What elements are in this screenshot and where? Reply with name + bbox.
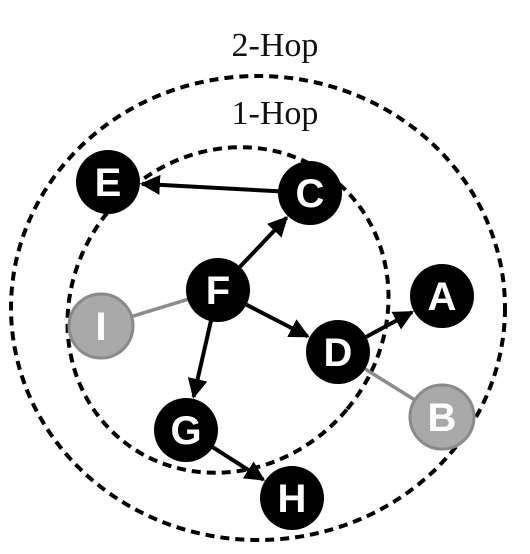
node-circle-b bbox=[408, 383, 476, 451]
node-label-h: H bbox=[278, 477, 307, 521]
node-e: E bbox=[76, 150, 140, 214]
node-circle-i bbox=[67, 292, 135, 360]
edge-i-f bbox=[131, 297, 188, 319]
node-label-d: D bbox=[324, 331, 353, 375]
node-circle-c bbox=[278, 161, 342, 225]
node-i: I bbox=[67, 292, 135, 360]
node-circle-h bbox=[260, 466, 324, 530]
node-h: H bbox=[260, 466, 324, 530]
edge-layer bbox=[131, 174, 416, 482]
two-hop-boundary bbox=[9, 74, 507, 542]
edge-c-e bbox=[139, 174, 279, 195]
edge-d-a bbox=[365, 310, 414, 339]
edge-f-d bbox=[245, 302, 310, 339]
node-circle-g bbox=[154, 398, 218, 462]
node-f: F bbox=[186, 258, 250, 322]
node-circle-d bbox=[306, 320, 370, 384]
node-label-a: A bbox=[428, 275, 457, 319]
node-circle-a bbox=[410, 264, 474, 328]
edge-d-b bbox=[364, 367, 416, 402]
one-hop-label: 1-Hop bbox=[232, 95, 319, 132]
two-hop-label: 2-Hop bbox=[232, 27, 319, 64]
node-label-b: B bbox=[428, 396, 457, 440]
node-c: C bbox=[278, 161, 342, 225]
node-circle-f bbox=[186, 258, 250, 322]
node-a: A bbox=[410, 264, 474, 328]
node-g: G bbox=[154, 398, 218, 462]
edge-g-h bbox=[211, 445, 266, 482]
one-hop-boundary bbox=[65, 145, 391, 475]
node-layer: F C E D A G H I B bbox=[67, 150, 476, 530]
edge-f-g bbox=[187, 320, 213, 399]
node-label-f: F bbox=[206, 269, 230, 313]
node-label-e: E bbox=[95, 161, 122, 205]
node-circle-e bbox=[76, 150, 140, 214]
node-label-g: G bbox=[170, 409, 201, 453]
node-label-i: I bbox=[95, 305, 106, 349]
node-label-c: C bbox=[296, 172, 325, 216]
node-d: D bbox=[306, 320, 370, 384]
node-b: B bbox=[408, 383, 476, 451]
edge-f-c bbox=[238, 216, 289, 269]
